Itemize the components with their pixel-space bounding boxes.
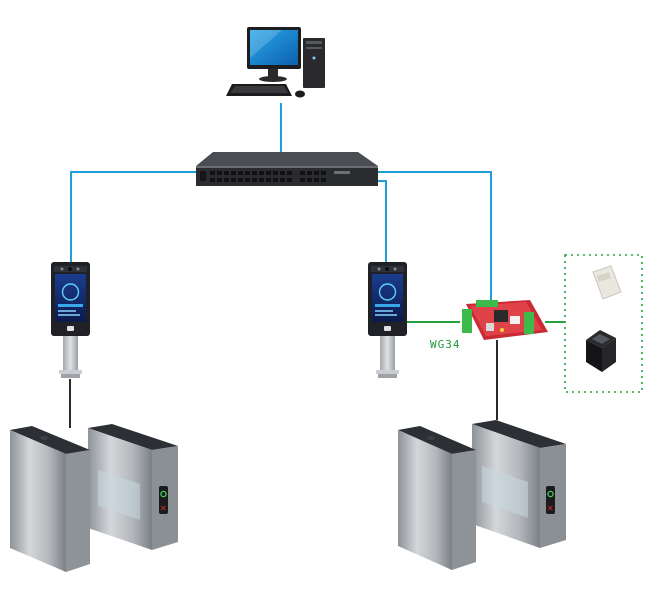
turnstile-icon: ✕ — [398, 420, 566, 570]
card-reader-icon — [592, 265, 622, 300]
qr-scanner-icon — [586, 330, 616, 372]
computer-icon — [226, 27, 325, 98]
reader-group-box — [564, 254, 643, 393]
turnstile-icon: ✕ — [10, 424, 178, 572]
wiegand-label: WG34 — [430, 338, 461, 351]
access-controller-board-icon — [462, 300, 548, 340]
face-terminal-icon — [51, 262, 90, 378]
svg-text:✕: ✕ — [160, 504, 167, 513]
network-cabling — [70, 103, 492, 303]
switch-to-controller-line — [362, 171, 492, 303]
switch-to-right-terminal-line — [360, 180, 387, 262]
network-switch-icon — [196, 152, 378, 186]
svg-text:✕: ✕ — [547, 504, 554, 513]
switch-to-left-terminal-line — [70, 171, 200, 262]
face-terminal-icon — [368, 262, 407, 378]
